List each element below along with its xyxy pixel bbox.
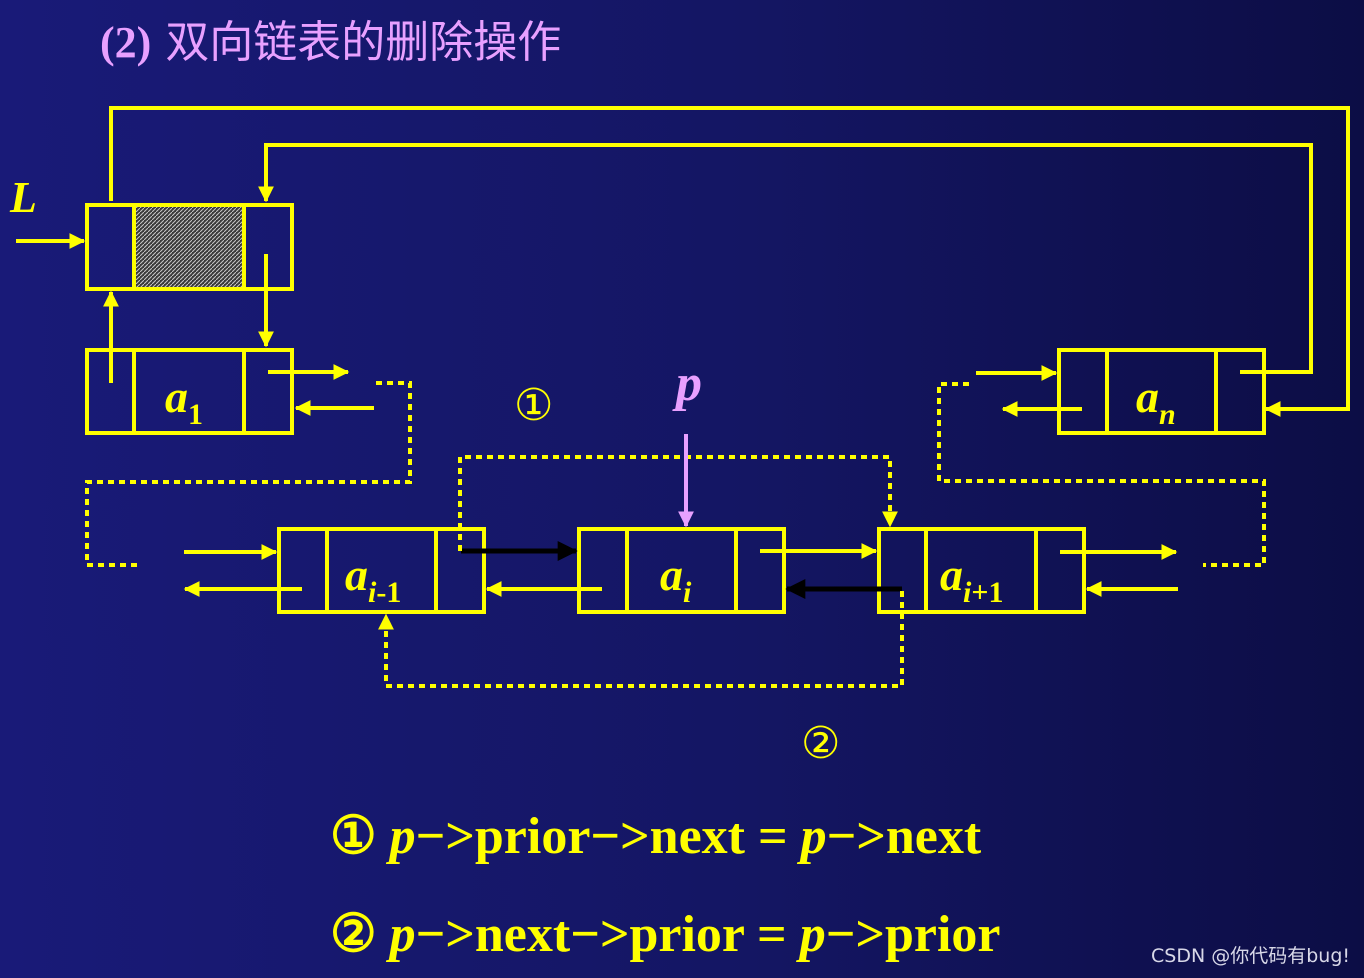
- node-an-sub: n: [1159, 398, 1176, 431]
- node-ai-base: a: [660, 549, 683, 600]
- node-ai-minus-1: ai-1: [277, 527, 486, 614]
- svg-text:ai-1: ai-1: [345, 549, 401, 609]
- step-1-marker: ①: [514, 380, 553, 431]
- head-node: [85, 203, 294, 291]
- node-ai: ai: [577, 527, 786, 614]
- formula-step-2: ② p−>next−>prior = p−>prior: [330, 904, 1000, 964]
- formula-2-p1: p: [389, 906, 416, 963]
- node-ai-sub: i: [683, 576, 692, 609]
- formula-2-mark: ②: [330, 906, 377, 963]
- step-2-marker: ②: [801, 718, 840, 769]
- node-an: an: [1057, 348, 1266, 435]
- formula-2-p2: p: [799, 906, 826, 963]
- title-number: (2): [100, 18, 152, 67]
- title-text: 双向链表的删除操作: [165, 17, 562, 68]
- svg-text:a1: a1: [165, 371, 203, 431]
- head-prior-link: [109, 106, 1350, 417]
- formula-1-end: −>next: [826, 808, 982, 865]
- svg-text:ai: ai: [660, 549, 692, 609]
- formula-1-mark: ①: [330, 808, 377, 865]
- node-ai-plus-1-base: a: [940, 549, 963, 600]
- node-an-base: a: [1136, 371, 1159, 422]
- formula-2-mid: −>next−>prior =: [415, 906, 800, 963]
- an-next-link: [258, 143, 1313, 374]
- node-ai-minus-1-sub-i: i: [368, 576, 377, 609]
- formula-1-p1: p: [389, 808, 416, 865]
- slide-title: (2) 双向链表的删除操作: [100, 6, 561, 70]
- svg-text:an: an: [1136, 371, 1176, 431]
- node-a1-sub: 1: [188, 398, 203, 431]
- formula-1-mid: −>prior−>next =: [415, 808, 801, 865]
- new-next-link-step-1: [458, 455, 898, 551]
- right-ellipsis-path: [937, 382, 1266, 567]
- node-ai-plus-1: ai+1: [877, 527, 1086, 614]
- formula-2-end: −>prior: [825, 906, 1001, 963]
- node-ai-minus-1-sub-rest: -1: [376, 576, 401, 609]
- svg-text:ai+1: ai+1: [940, 549, 1003, 609]
- formula-step-1: ① p−>prior−>next = p−>next: [330, 806, 981, 866]
- new-prior-link-step-2: [378, 591, 904, 688]
- formula-1-p2: p: [800, 808, 827, 865]
- node-ai-plus-1-sub-rest: +1: [971, 576, 1003, 609]
- node-a1-base: a: [165, 371, 188, 422]
- head-pointer-label: L: [9, 173, 37, 222]
- p-pointer-label: p: [672, 355, 702, 412]
- node-ai-minus-1-base: a: [345, 549, 368, 600]
- node-a1: a1: [85, 348, 294, 435]
- node-ai-plus-1-sub-i: i: [963, 576, 972, 609]
- watermark: CSDN @你代码有bug!: [1151, 945, 1350, 967]
